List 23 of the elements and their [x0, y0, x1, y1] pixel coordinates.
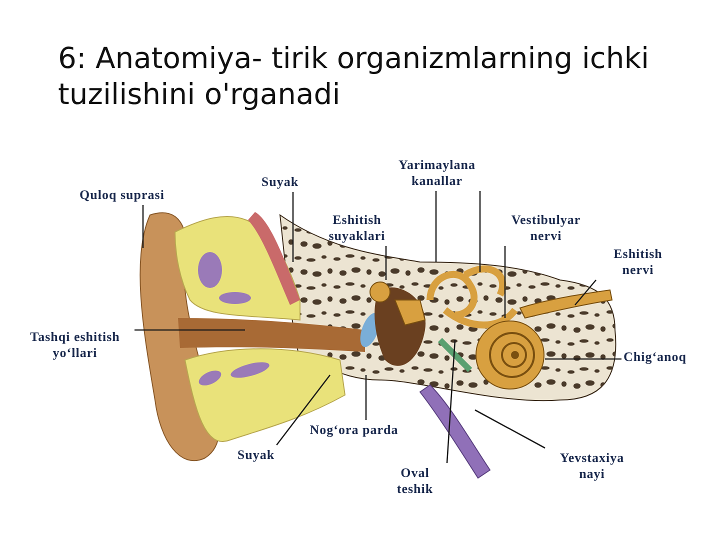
- part-label: Vestibulyar nervi: [498, 212, 594, 244]
- leader-line: [504, 246, 506, 318]
- leader-line: [479, 191, 481, 272]
- part-label: Eshitish nervi: [598, 246, 678, 278]
- part-label: Yarimaylana kanallar: [382, 157, 492, 189]
- part-label: Oval teshik: [385, 465, 445, 497]
- part-label: Yevstaxiya nayi: [547, 450, 637, 482]
- part-label: Chig‘anoq: [623, 349, 687, 365]
- part-label: Nog‘ora parda: [310, 422, 398, 438]
- leader-line: [545, 358, 622, 360]
- leader-line: [142, 205, 144, 248]
- part-label: Suyak: [261, 174, 299, 190]
- leader-line: [365, 375, 367, 420]
- part-label: Tashqi eshitish yo‘llari: [18, 329, 132, 361]
- slide-title: 6: Anatomiya- tirik organizmlarning ichki tuzilishini o'rganadi: [58, 40, 650, 112]
- leader-line: [446, 340, 456, 464]
- leader-line: [435, 191, 437, 262]
- part-label: Suyak: [237, 447, 275, 463]
- leader-line: [276, 374, 331, 446]
- leader-line: [474, 409, 546, 449]
- part-label: Eshitish suyaklari: [312, 212, 402, 244]
- leader-line: [292, 192, 294, 262]
- part-label: Quloq suprasi: [80, 187, 164, 203]
